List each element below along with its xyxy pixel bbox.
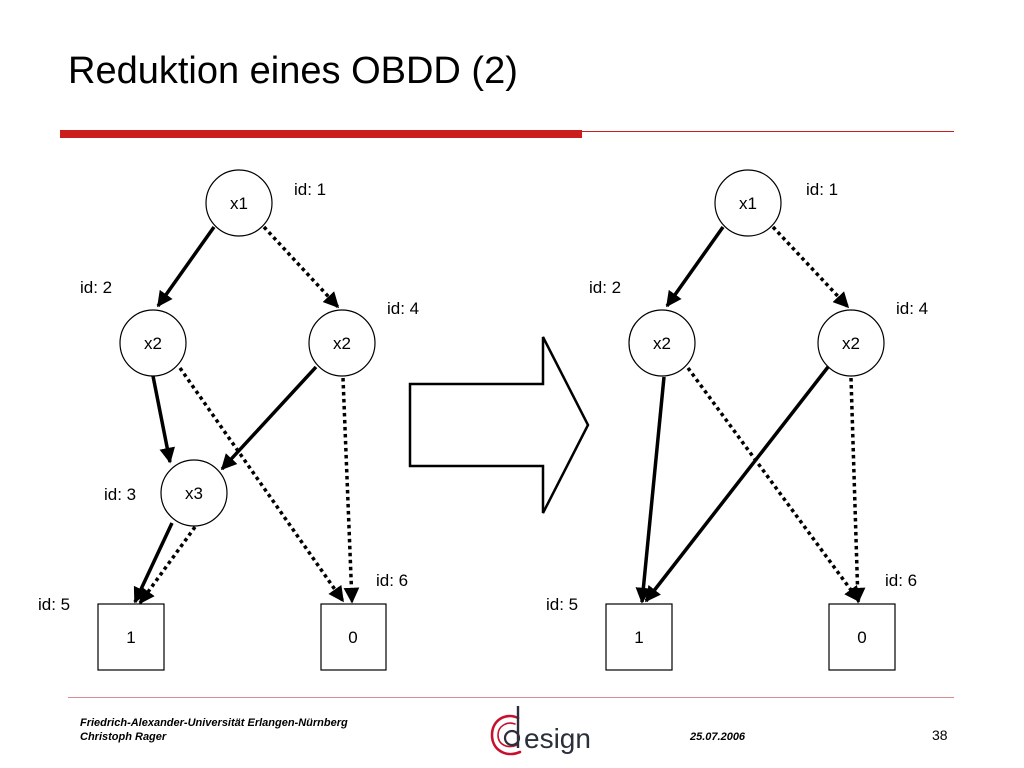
- slide-title: Reduktion eines OBDD (2): [68, 50, 518, 92]
- footer-university: Friedrich-Alexander-Universität Erlangen…: [80, 717, 348, 729]
- left-node-x2b-label: x2: [333, 334, 351, 353]
- left-edge-x2a-zero-low: [178, 366, 345, 603]
- left-edge-x1-x2a-high: [156, 225, 216, 308]
- title-underline-thin: [582, 131, 954, 132]
- left-node-x3: [160, 459, 228, 527]
- left-id-label-4: id: 4: [387, 299, 419, 318]
- left-terminal-zero-label: 0: [348, 628, 357, 647]
- left-id-label-2: id: 2: [80, 278, 112, 297]
- left-node-x1: [205, 169, 273, 237]
- cdesign-logo: esign: [490, 706, 591, 756]
- right-edge-x1-x2b-low: [771, 225, 850, 309]
- footer-author: Christoph Rager: [80, 731, 167, 743]
- right-node-x1-label: x1: [739, 194, 757, 213]
- left-id-label-5: id: 5: [38, 595, 70, 614]
- left-edge-x1-x2b-low: [262, 225, 340, 309]
- left-node-x1-label: x1: [230, 194, 248, 213]
- right-terminal-one: [605, 603, 673, 671]
- right-edge-x2b-one-high: [644, 365, 830, 603]
- right-node-x2b: [817, 309, 885, 377]
- left-node-x2a-label: x2: [144, 334, 162, 353]
- left-edge-x3-one-high: [133, 522, 174, 604]
- left-id-label-3: id: 3: [104, 485, 136, 504]
- left-terminal-one: [97, 603, 165, 671]
- left-edge-x2a-x3-high: [151, 375, 175, 464]
- right-edge-x2a-one-high: [635, 376, 666, 604]
- title-underline-thick: [60, 130, 582, 138]
- footer-date: 25.07.2006: [690, 731, 746, 743]
- right-node-x2a-label: x2: [653, 334, 671, 353]
- obdd-reduction-diagram: x1 x2 x2 x3 1 0 id: 1 id: 2 id: 4 id: 3 …: [38, 169, 928, 671]
- right-id-label-2: id: 2: [589, 278, 621, 297]
- right-id-label-6: id: 6: [885, 571, 917, 590]
- right-id-label-5: id: 5: [546, 595, 578, 614]
- right-node-x2b-label: x2: [842, 334, 860, 353]
- left-edge-x2b-x3-high: [220, 365, 318, 471]
- left-obdd: x1 x2 x2 x3 1 0 id: 1 id: 2 id: 4 id: 3 …: [38, 169, 419, 671]
- right-terminal-zero: [828, 603, 896, 671]
- right-terminal-zero-label: 0: [857, 628, 866, 647]
- left-id-label-1: id: 1: [294, 180, 326, 199]
- left-node-x2a: [119, 309, 187, 377]
- footer-rule: [68, 697, 954, 698]
- left-terminal-one-label: 1: [126, 628, 135, 647]
- left-terminal-zero: [320, 603, 387, 671]
- left-node-x2b: [308, 309, 376, 377]
- right-id-label-4: id: 4: [896, 299, 928, 318]
- right-edge-x1-x2a-high: [665, 225, 725, 308]
- left-edge-x2b-zero-low: [341, 377, 360, 604]
- right-obdd: x1 x2 x2 1 0 id: 1 id: 2 id: 4 id: 5 id:…: [546, 169, 928, 671]
- transformation-arrow: [408, 336, 590, 514]
- left-id-label-6: id: 6: [376, 571, 408, 590]
- left-node-x3-label: x3: [185, 484, 203, 503]
- right-node-x2a: [628, 309, 696, 377]
- right-edge-x2a-zero-low: [686, 366, 861, 603]
- logo-text: esign: [524, 723, 591, 754]
- right-node-x1: [714, 169, 782, 237]
- right-edge-x2b-zero-low: [849, 377, 866, 604]
- left-edge-x3-one-low: [138, 525, 197, 605]
- right-terminal-one-label: 1: [634, 628, 643, 647]
- right-id-label-1: id: 1: [806, 180, 838, 199]
- page-number: 38: [932, 727, 948, 743]
